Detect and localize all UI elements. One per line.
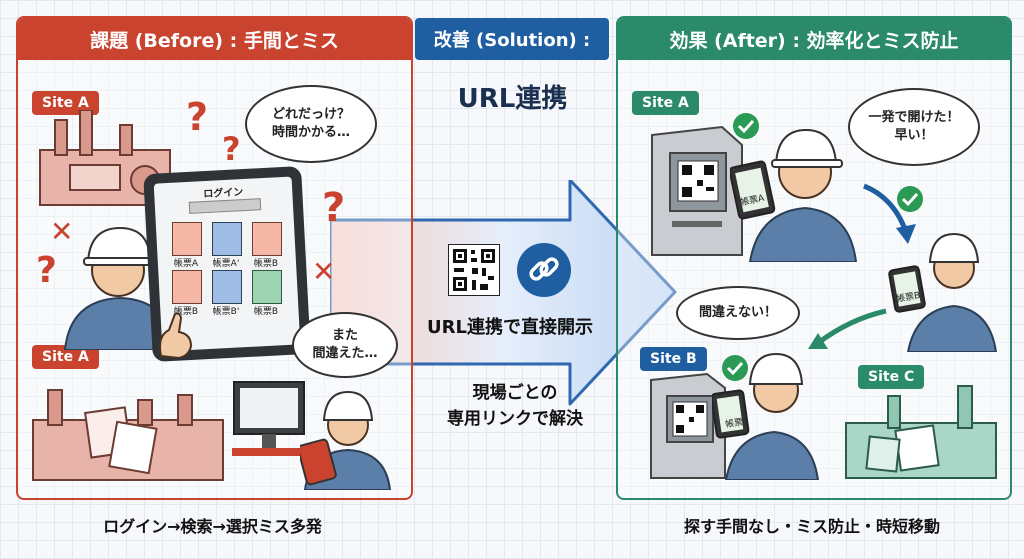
bubble-text: 間違えない！	[698, 305, 777, 321]
document-label: 帳票B'	[212, 307, 240, 317]
cross-icon: ✕	[50, 215, 74, 248]
question-mark-icon: ?	[36, 250, 57, 291]
document-label: 帳票B	[253, 307, 279, 317]
worker-illustration	[888, 232, 998, 352]
document-icon	[252, 222, 282, 256]
after-caption: 探す手間なし・ミス防止・時短移動	[683, 517, 940, 536]
thought-bubble: 間違えない！	[676, 286, 800, 340]
solution-arrow-label: URL連携で直接開示	[427, 317, 593, 338]
before-site-tag-top: Site A	[32, 91, 99, 115]
kiosk-terminal-illustration	[650, 372, 726, 479]
check-icon	[897, 186, 923, 212]
document-label: 帳票B	[173, 307, 199, 317]
thought-bubble: どれだっけ？ 時間かかる…	[245, 85, 377, 163]
before-caption: ログイン→検索→選択ミス多発	[103, 517, 322, 536]
cross-icon: ✕	[312, 255, 336, 288]
factory-illustration	[845, 385, 997, 479]
flow-arrow	[808, 308, 887, 349]
question-mark-icon: ?	[322, 185, 346, 231]
check-icon	[722, 355, 748, 381]
after-site-tag-b: Site B	[640, 347, 707, 371]
worker-illustration	[63, 226, 177, 350]
document-icon	[212, 222, 242, 256]
document-icon	[212, 270, 242, 304]
bubble-text: また 間違えた…	[312, 328, 378, 361]
login-field	[188, 198, 262, 214]
thought-bubble: 一発で開けた！ 早い！	[848, 88, 980, 166]
check-icon	[733, 113, 759, 139]
question-mark-icon: ?	[186, 95, 209, 139]
before-header: 課題 (Before) : 手間とミス	[18, 18, 411, 60]
after-site-tag-a: Site A	[632, 91, 699, 115]
document-icon	[172, 222, 202, 256]
question-mark-icon: ?	[222, 130, 241, 168]
tablet-doc-label: 帳票	[724, 417, 744, 431]
chain-link-icon	[517, 243, 571, 297]
solution-subtext: 現場ごとの 専用リンクで解決	[447, 383, 583, 430]
document-label: 帳票A	[173, 259, 199, 269]
factory-illustration	[32, 389, 224, 481]
hand-illustration	[159, 312, 193, 358]
document-icon	[172, 270, 202, 304]
after-header: 効果 (After) : 効率化とミス防止	[618, 18, 1010, 60]
after-site-tag-c: Site C	[858, 365, 925, 389]
worker-illustration	[712, 352, 820, 480]
solution-header: 改善 (Solution) :	[415, 18, 609, 60]
flow-arrow	[863, 183, 916, 244]
bubble-text: どれだっけ？ 時間かかる…	[271, 107, 350, 140]
document-icon	[252, 270, 282, 304]
qr-code-icon	[448, 244, 500, 296]
bubble-text: 一発で開けた！ 早い！	[868, 110, 960, 143]
thought-bubble: また 間違えた…	[292, 312, 398, 378]
computer-monitor-illustration	[232, 381, 312, 456]
worker-illustration	[300, 390, 392, 490]
document-label: 帳票B	[253, 259, 279, 269]
solution-title: URL連携	[457, 84, 568, 114]
document-label: 帳票A'	[212, 259, 240, 269]
worker-illustration	[730, 128, 858, 262]
